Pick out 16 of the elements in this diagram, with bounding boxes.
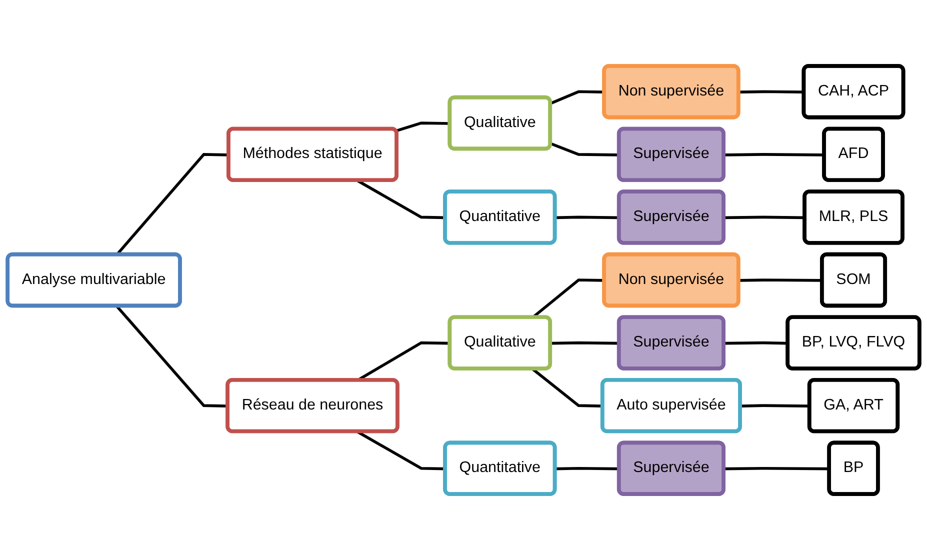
connector	[724, 466, 830, 470]
connector	[724, 216, 806, 220]
connector	[356, 179, 446, 220]
connector	[555, 216, 620, 220]
connector	[738, 90, 804, 94]
connector	[738, 278, 822, 282]
connector	[356, 430, 446, 470]
connector	[724, 341, 788, 345]
connector	[532, 368, 603, 408]
connector	[550, 142, 620, 156]
connector	[740, 404, 810, 408]
connector	[396, 122, 450, 132]
connector	[550, 341, 620, 345]
connector	[555, 466, 620, 470]
connector	[724, 153, 824, 156]
connector	[550, 90, 605, 105]
